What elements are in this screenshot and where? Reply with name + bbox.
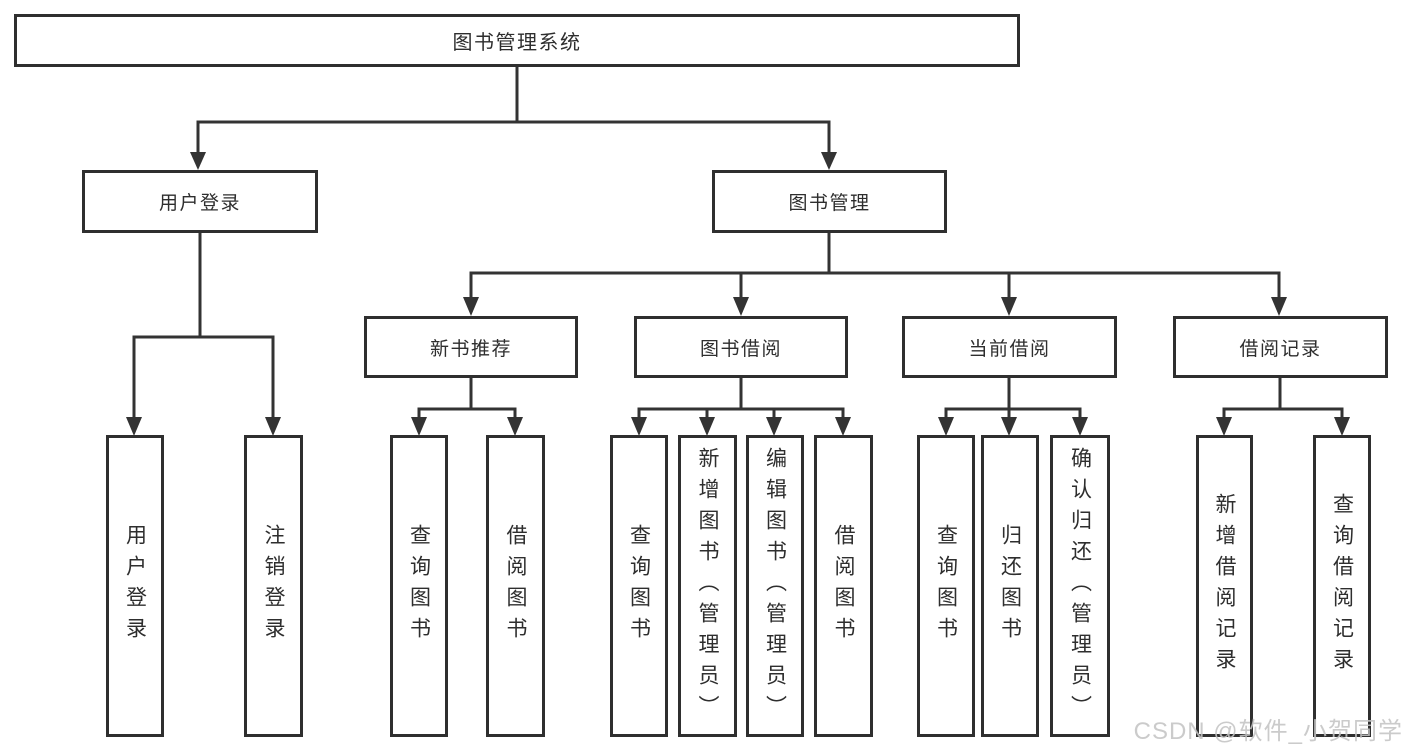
node-borrow-records: 借阅记录 [1173,316,1388,378]
leaf-node-query-books-borrow-label: 查询图书 [627,524,651,648]
leaf-node-return-books: 归还图书 [981,435,1039,737]
leaf-node-user-login-label: 用户登录 [123,524,147,648]
leaf-node-add-borrow-record-label: 新增借阅记录 [1213,493,1236,679]
leaf-node-borrow-books-recommend: 借阅图书 [486,435,545,737]
leaf-node-query-books-recommend: 查询图书 [390,435,448,737]
node-new-book-recommend: 新书推荐 [364,316,578,378]
leaf-node-logout-label: 注销登录 [262,524,285,648]
node-book-borrow: 图书借阅 [634,316,848,378]
node-user-login: 用户登录 [82,170,318,233]
leaf-node-confirm-return-admin: 确认归还（管理员） [1050,435,1110,737]
leaf-node-confirm-return-admin-label: 确认归还（管理员） [1068,446,1092,726]
leaf-node-query-books-current: 查询图书 [917,435,975,737]
leaf-node-edit-book-admin: 编辑图书（管理员） [746,435,804,737]
leaf-node-query-books-borrow: 查询图书 [610,435,668,737]
leaf-node-query-borrow-record: 查询借阅记录 [1313,435,1371,737]
leaf-node-user-login: 用户登录 [106,435,164,737]
node-book-management: 图书管理 [712,170,947,233]
leaf-node-borrow-books-recommend-label: 借阅图书 [504,524,527,648]
node-current-borrow-label: 当前借阅 [968,338,1051,360]
arrow-heads [126,152,1350,436]
leaf-node-query-borrow-record-label: 查询借阅记录 [1330,493,1354,679]
leaf-node-add-book-admin-label: 新增图书（管理员） [696,446,719,726]
leaf-node-return-books-label: 归还图书 [998,524,1022,648]
leaf-node-logout: 注销登录 [244,435,303,737]
node-book-management-label: 图书管理 [788,193,871,214]
node-root-label: 图书管理系统 [452,32,582,54]
csdn-watermark: CSDN @软件_小贺同学 [1133,718,1403,745]
leaf-node-query-books-recommend-label: 查询图书 [407,524,431,648]
node-root-library-system: 图书管理系统 [14,14,1020,67]
leaf-node-borrow-books: 借阅图书 [814,435,873,737]
leaf-node-query-books-current-label: 查询图书 [934,524,958,648]
node-book-borrow-label: 图书借阅 [699,338,782,360]
leaf-node-add-book-admin: 新增图书（管理员） [678,435,737,737]
leaf-node-add-borrow-record: 新增借阅记录 [1196,435,1253,737]
connector-paths [132,67,1344,418]
leaf-node-edit-book-admin-label: 编辑图书（管理员） [763,446,787,726]
node-new-book-recommend-label: 新书推荐 [429,338,512,360]
node-borrow-records-label: 借阅记录 [1239,338,1322,360]
leaf-node-borrow-books-label: 借阅图书 [832,524,855,648]
node-user-login-label: 用户登录 [158,193,241,214]
node-current-borrow: 当前借阅 [902,316,1117,378]
